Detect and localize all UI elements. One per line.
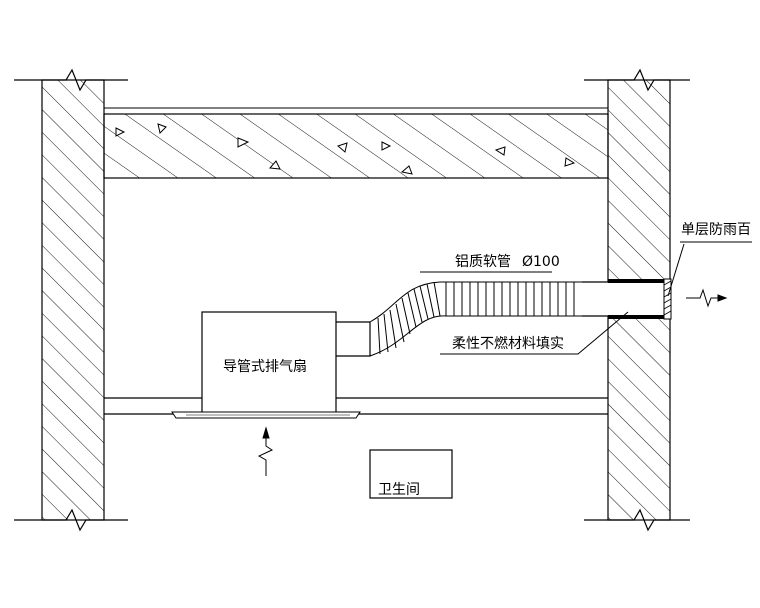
flexible-duct (369, 281, 582, 357)
louver-leader (667, 243, 685, 297)
room-label-box (369, 449, 453, 499)
louver-icon (663, 278, 672, 320)
filler-bottom (608, 315, 664, 319)
right-wall-break-bottom (584, 508, 690, 532)
exhaust-fan (171, 311, 371, 419)
concrete-slab (103, 107, 609, 179)
louver-label: 单层防雨百 (681, 222, 751, 238)
leader-lines (420, 241, 752, 355)
filler-label: 柔性不燃材料填实 (452, 336, 564, 352)
room-label: 卫生间 (378, 482, 420, 498)
left-wall-break-top (14, 68, 128, 92)
right-wall (584, 68, 690, 532)
fan-label: 导管式排气扇 (223, 359, 307, 375)
right-wall-break-top (584, 68, 690, 92)
diameter-label: Ø100 (522, 254, 560, 270)
fan-outlet-collar (336, 321, 371, 357)
outlet-airflow-arrow-icon (686, 288, 728, 308)
filler-top (608, 279, 664, 283)
flex-duct-label: 铝质软管 (455, 254, 511, 270)
wall-sleeve-pipe (582, 279, 664, 319)
inlet-airflow-arrow-icon (257, 426, 274, 476)
filler-leader (440, 311, 629, 355)
left-wall-break-bottom (14, 508, 128, 532)
left-wall (14, 68, 128, 532)
